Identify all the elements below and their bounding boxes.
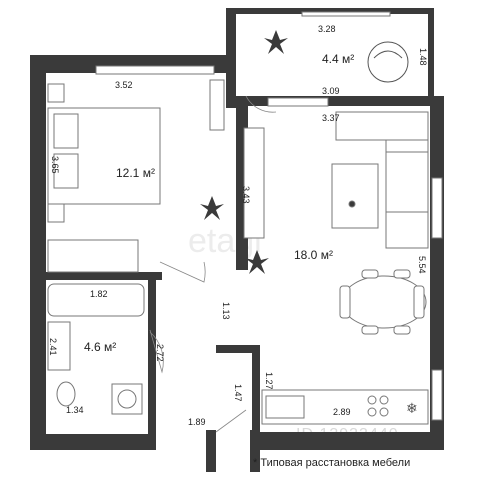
plants bbox=[200, 30, 288, 274]
dim-bathroom-left: 2.41 bbox=[48, 338, 58, 356]
decor-icon bbox=[348, 200, 356, 208]
wall-balcony-bottom bbox=[236, 96, 434, 106]
window-bedroom bbox=[95, 65, 215, 75]
sofa-back bbox=[335, 111, 429, 141]
wall-bottom-bath bbox=[30, 434, 156, 450]
furniture-footnote: * Типовая расстановка мебели bbox=[253, 457, 411, 469]
chair-top-1 bbox=[361, 269, 379, 279]
snowflake-icon: ❄ bbox=[406, 400, 418, 416]
dim-bathroom-right: 2.72 bbox=[155, 344, 165, 362]
dim-kitchen-left: 1.27 bbox=[264, 372, 274, 390]
wall-balcony-right bbox=[428, 8, 434, 104]
dim-balcony-top: 3.28 bbox=[318, 24, 336, 34]
wall-entrance-left bbox=[206, 430, 216, 472]
dim-bathroom-top: 1.82 bbox=[90, 289, 108, 299]
chair-top-2 bbox=[393, 269, 411, 279]
sofa-seat bbox=[385, 151, 429, 213]
chair-bottom-1 bbox=[361, 325, 379, 335]
dim-kitchen-bottom: 2.89 bbox=[333, 407, 351, 417]
dim-balcony-right: 1.48 bbox=[418, 48, 428, 66]
dim-bathroom-bottom: 1.34 bbox=[66, 405, 84, 415]
pillow-right bbox=[53, 153, 79, 189]
plant-icon bbox=[200, 196, 224, 220]
chair-right bbox=[413, 285, 425, 319]
chair-bottom-2 bbox=[393, 325, 411, 335]
wall-bottom-kitchen bbox=[260, 432, 444, 450]
plant-icon bbox=[245, 250, 269, 274]
balcony-area: 4.4 м² bbox=[322, 52, 354, 66]
coffee-table bbox=[331, 163, 379, 229]
door-entrance bbox=[215, 409, 247, 433]
dim-living-right: 5.54 bbox=[417, 256, 427, 274]
burner-icon bbox=[379, 407, 389, 417]
bathroom-area: 4.6 м² bbox=[84, 340, 116, 354]
balcony-chair bbox=[367, 41, 409, 83]
wall-balcony-left bbox=[226, 8, 236, 108]
window-kitchen bbox=[431, 369, 443, 421]
walls bbox=[30, 8, 444, 472]
wall-bath-hall bbox=[148, 276, 156, 436]
burner-icon bbox=[367, 407, 377, 417]
bedroom-furniture bbox=[47, 79, 225, 273]
plant-icon bbox=[264, 30, 288, 54]
chair-left bbox=[339, 285, 351, 319]
dim-bedroom-top: 3.52 bbox=[115, 80, 133, 90]
toilet-icon bbox=[56, 381, 76, 407]
bedroom-area: 12.1 м² bbox=[116, 166, 155, 180]
window-living bbox=[267, 97, 329, 107]
wardrobe bbox=[47, 239, 139, 273]
drum-icon bbox=[117, 389, 137, 409]
door-swings bbox=[149, 95, 277, 433]
bathroom-fixtures bbox=[47, 283, 145, 415]
pillow-left bbox=[53, 113, 79, 149]
door-balcony bbox=[245, 95, 277, 113]
wall-kitchen-partition bbox=[252, 345, 260, 435]
tv-unit bbox=[243, 127, 265, 239]
burner-icon bbox=[367, 395, 377, 405]
wall-balcony-top bbox=[226, 8, 434, 14]
bathtub bbox=[47, 283, 145, 317]
wall-bedroom-bath bbox=[40, 272, 162, 280]
dining-set bbox=[339, 269, 427, 335]
chair-icon bbox=[367, 41, 409, 83]
dim-hall-wall: 1.47 bbox=[233, 384, 243, 402]
dim-corridor: 1.13 bbox=[221, 302, 231, 320]
dim-bedroom-left: 3.65 bbox=[50, 156, 60, 174]
window-living-right bbox=[431, 177, 443, 239]
wall-kitchen-nook bbox=[216, 345, 260, 353]
kitchen-counter: ❄ bbox=[261, 389, 429, 425]
dim-living-left: 3.43 bbox=[241, 186, 251, 204]
sink-icon bbox=[265, 395, 305, 419]
wall-entrance-right bbox=[250, 430, 260, 472]
living-area: 18.0 м² bbox=[294, 248, 333, 262]
window-balcony bbox=[301, 11, 391, 17]
dim-living-top: 3.37 bbox=[322, 113, 340, 123]
door-bedroom bbox=[159, 261, 206, 283]
dim-balcony-bottom: 3.09 bbox=[322, 86, 340, 96]
nightstand-bottom bbox=[47, 203, 65, 223]
door-bathroom bbox=[149, 329, 164, 374]
dining-table bbox=[341, 275, 427, 329]
dresser bbox=[209, 79, 225, 131]
burner-icon bbox=[379, 395, 389, 405]
windows bbox=[95, 11, 443, 421]
wall-left bbox=[30, 55, 46, 450]
dim-hall-bottom: 1.89 bbox=[188, 417, 206, 427]
washbasin bbox=[47, 321, 71, 371]
living-furniture bbox=[243, 111, 429, 249]
nightstand-top bbox=[47, 83, 65, 103]
